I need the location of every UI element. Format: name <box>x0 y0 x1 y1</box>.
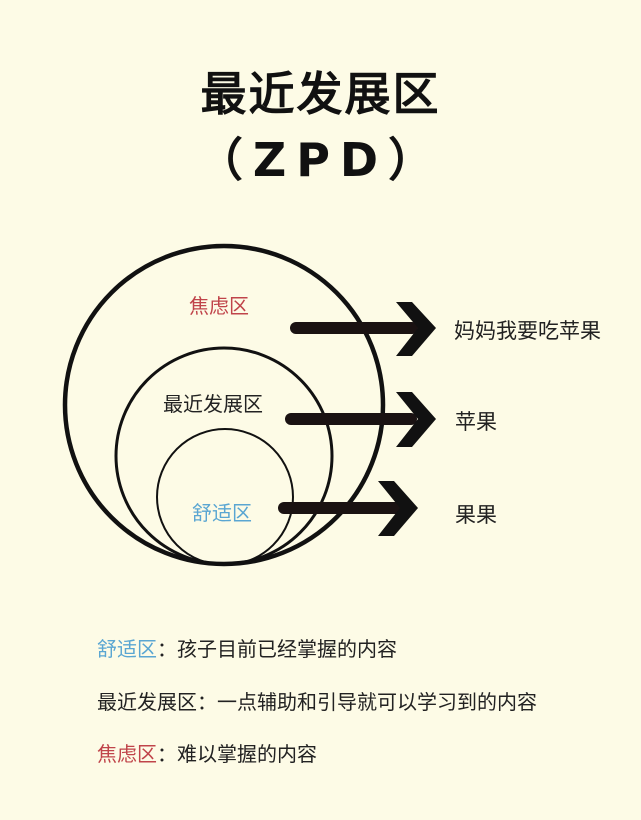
legend-item-anxiety: 焦虑区：难以掌握的内容 <box>97 738 317 767</box>
zpd-zone-circle <box>114 346 334 566</box>
legend-term: 舒适区 <box>97 637 157 661</box>
legend-separator: ： <box>157 637 177 661</box>
comfort-zone-label: 舒适区 <box>192 501 252 525</box>
legend-description: 难以掌握的内容 <box>177 742 317 766</box>
zpd-zone-label: 最近发展区 <box>163 392 263 416</box>
legend-separator: ： <box>157 742 177 766</box>
anxiety-zone-label: 焦虑区 <box>189 294 249 318</box>
example-anxiety: 妈妈我要吃苹果 <box>454 319 601 343</box>
arrow-anxiety-icon <box>290 302 436 356</box>
page-title: 最近发展区 <box>200 67 441 121</box>
comfort-zone-circle <box>156 428 294 566</box>
legend-item-comfort: 舒适区：孩子目前已经掌握的内容 <box>97 633 397 662</box>
legend-description: 一点辅助和引导就可以学习到的内容 <box>217 690 537 714</box>
legend-description: 孩子目前已经掌握的内容 <box>177 637 397 661</box>
example-zpd: 苹果 <box>455 410 497 434</box>
legend-item-zpd: 最近发展区：一点辅助和引导就可以学习到的内容 <box>97 686 537 715</box>
arrow-zpd-icon <box>285 392 436 447</box>
example-comfort: 果果 <box>455 503 497 527</box>
legend-term: 最近发展区 <box>97 690 197 714</box>
page-subtitle: （ZPD） <box>196 133 445 187</box>
legend-separator: ： <box>197 690 217 714</box>
legend-term: 焦虑区 <box>97 742 157 766</box>
arrow-comfort-icon <box>278 481 418 536</box>
